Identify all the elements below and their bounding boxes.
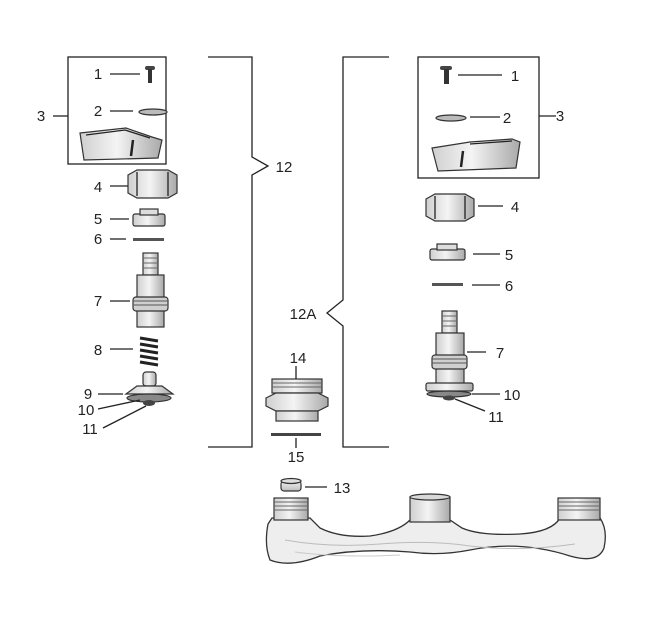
label-8: 8 (94, 342, 102, 359)
label-7: 7 (94, 293, 102, 310)
left-bracket-12 (208, 56, 270, 448)
label-2: 2 (94, 103, 102, 120)
left-spring (110, 336, 159, 367)
left-cap-disc (110, 108, 168, 116)
right-handle-box (417, 56, 556, 179)
center-gasket: 15 (271, 433, 321, 466)
center-adapter-nut: 14 (265, 350, 329, 422)
left-seat-washer-assembly (97, 371, 175, 429)
label-4: 4 (511, 199, 519, 216)
left-handle (79, 127, 163, 161)
right-washer (432, 283, 500, 286)
label-3: 3 (556, 108, 564, 125)
center-cap: 13 (280, 477, 351, 497)
label-5: 5 (505, 247, 513, 264)
label-7: 7 (496, 345, 504, 362)
label-5: 5 (94, 211, 102, 228)
right-cap-disc (435, 114, 500, 122)
left-washer (110, 238, 164, 241)
left-screw (110, 66, 155, 83)
label-11: 11 (488, 409, 504, 426)
label-6: 6 (505, 278, 513, 295)
label-10: 10 (504, 387, 521, 404)
right-bonnet-nut (425, 193, 503, 222)
label-6: 6 (94, 231, 102, 248)
label-15: 15 (288, 449, 305, 466)
label-9: 9 (84, 386, 92, 403)
label-12a: 12A (290, 306, 317, 323)
right-bracket-12a (325, 56, 389, 448)
right-handle (431, 138, 521, 172)
left-callout-labels: 1 2 3 4 5 6 7 8 9 10 11 12 (37, 66, 293, 438)
label-1: 1 (94, 66, 102, 83)
label-3: 3 (37, 108, 45, 125)
left-stem-retainer (110, 208, 166, 227)
right-screw (440, 66, 502, 84)
label-12: 12 (276, 159, 293, 176)
label-14: 14 (290, 350, 307, 367)
left-stem (110, 252, 169, 328)
right-stem (425, 310, 500, 412)
left-bonnet-nut (110, 169, 178, 199)
label-2: 2 (503, 110, 511, 127)
label-1: 1 (511, 68, 519, 85)
label-11: 11 (82, 421, 98, 438)
faucet-body (265, 493, 606, 564)
label-10: 10 (78, 402, 95, 419)
right-callout-labels: 1 2 3 4 5 6 7 10 11 12A (290, 68, 565, 426)
label-4: 4 (94, 179, 102, 196)
label-13: 13 (334, 480, 351, 497)
right-stem-retainer (429, 243, 500, 261)
